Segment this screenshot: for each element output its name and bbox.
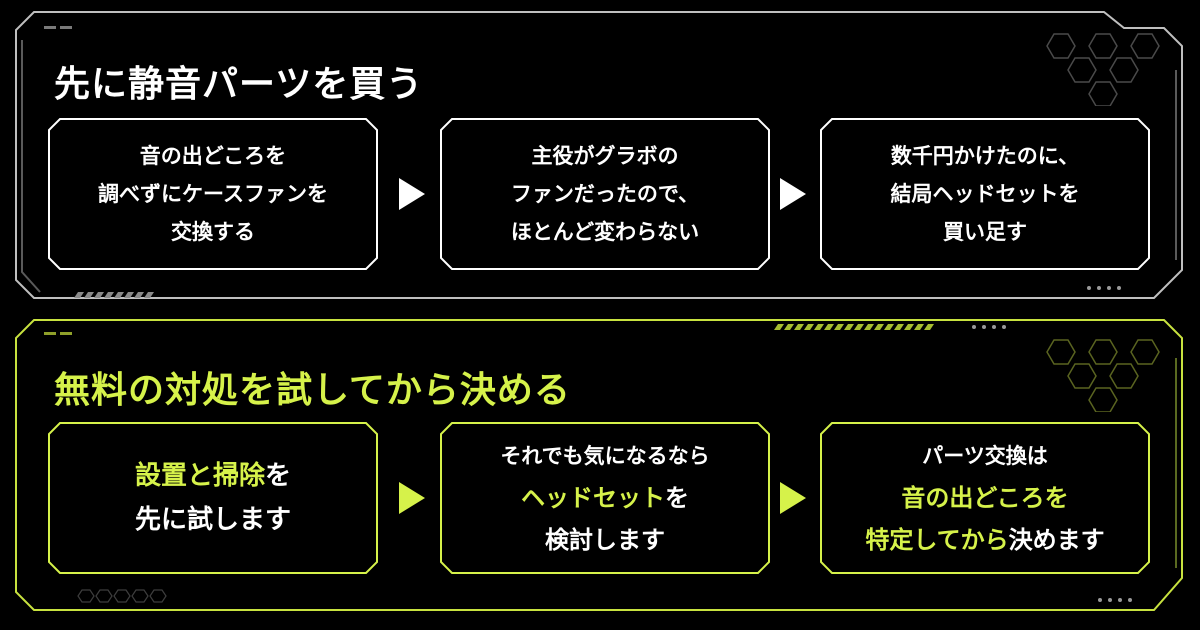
step-text: 主役がグラボの ファンだったので、 ほとんど変わらない <box>510 144 700 244</box>
step-card: 設置と掃除を 先に試します <box>48 422 378 574</box>
step-text: 音の出どころを 調べずにケースファンを 交換する <box>98 144 328 244</box>
arrow-right-icon <box>399 178 425 210</box>
arrow-right-icon <box>780 482 806 514</box>
arrow-right-icon <box>780 178 806 210</box>
step-card: 音の出どころを 調べずにケースファンを 交換する <box>48 118 378 270</box>
step-text: 数千円かけたのに、 結局ヘッドセットを 買い足す <box>890 144 1080 244</box>
panel-frame <box>15 319 1183 611</box>
arrow-right-icon <box>399 482 425 514</box>
step-text: パーツ交換は 音の出どころを 特定してから決めます <box>865 444 1105 554</box>
page-title: 先に静音パーツを買う <box>54 64 424 105</box>
step-card: それでも気になるなら ヘッドセットを 検討します <box>440 422 770 574</box>
step-text: 設置と掃除を 先に試します <box>134 461 292 535</box>
hexagon-pattern-icon <box>1046 339 1160 412</box>
panel-before: 先に静音パーツを買う 音の出どころを 調べずにケースファンを 交換する 主役がグ… <box>14 10 1184 308</box>
step-text: それでも気になるなら ヘッドセットを 検討します <box>500 444 710 554</box>
step-card: パーツ交換は 音の出どころを 特定してから決めます <box>820 422 1150 574</box>
hexagon-pattern-icon <box>1046 33 1160 106</box>
step-card: 数千円かけたのに、 結局ヘッドセットを 買い足す <box>820 118 1150 270</box>
step-card: 主役がグラボの ファンだったので、 ほとんど変わらない <box>440 118 770 270</box>
panel-frame <box>15 11 1183 299</box>
section-title: 無料の対処を試してから決める <box>54 370 571 411</box>
panel-after: 無料の対処を試してから決める 設置と掃除を 先に試します それでも気になるなら … <box>14 318 1184 620</box>
hexagon-pattern-icon <box>77 589 167 603</box>
